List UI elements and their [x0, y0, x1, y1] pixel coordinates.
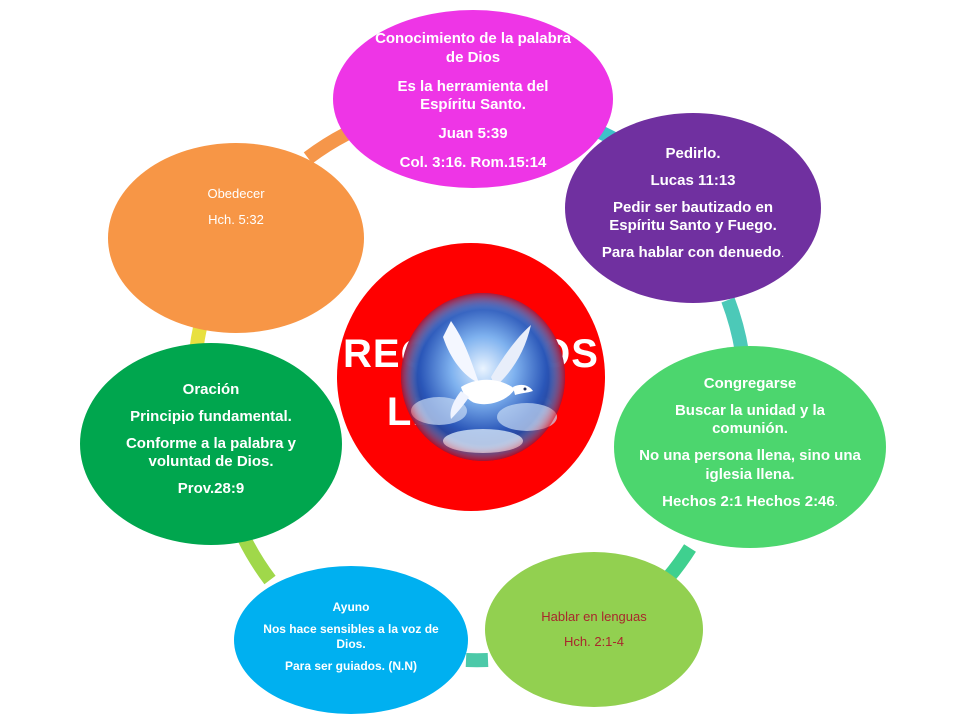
node-pedirlo-text-2-main: Para hablar con denuedo	[601, 244, 782, 262]
node-congregarse-suffix: .	[834, 496, 838, 509]
node-pedirlo-suffix: .	[781, 248, 785, 261]
dove-image	[401, 293, 565, 461]
node-conocimiento-ref-1: Juan 5:39	[438, 125, 508, 142]
node-pedirlo-text-2: Para hablar con denuedo.	[602, 244, 784, 263]
node-oracion-title: Oración	[182, 381, 240, 399]
node-congregarse-title: Congregarse	[703, 374, 797, 392]
node-pedirlo-title: Pedirlo.	[665, 145, 721, 163]
node-obedecer-ref: Hch. 5:32	[208, 212, 264, 228]
center-circle: REQUISITOS LLENOS	[337, 243, 605, 511]
node-conocimiento-title: Conocimiento de la palabra de Dios	[375, 30, 571, 66]
node-pedirlo-text-1: Pedir ser bautizado en Espíritu Santo y …	[609, 198, 777, 235]
node-ayuno-text-2: Para ser guiados. (N.N)	[284, 658, 418, 673]
connector-ayuno-oracion	[237, 534, 276, 585]
node-pedirlo-ref: Lucas 11:13	[650, 171, 736, 189]
node-pedirlo: Pedirlo. Lucas 11:13 Pedir ser bautizado…	[565, 113, 821, 303]
connector-obedecer-conocimiento	[303, 127, 350, 164]
node-congregarse-text-2: No una persona llena, sino una iglesia l…	[639, 447, 861, 483]
node-conocimiento-text: Es la herramienta del Espíritu Santo.	[397, 77, 549, 114]
node-congregarse-text-1: Buscar la unidad y la comunión.	[674, 401, 826, 438]
node-obedecer-title: Obedecer	[207, 186, 265, 201]
node-ayuno-text-1: Nos hace sensibles a la voz de Dios.	[263, 621, 439, 651]
node-oracion-ref: Prov.28:9	[177, 480, 245, 498]
node-lenguas: Hablar en lenguas Hch. 2:1-4	[485, 552, 703, 707]
node-congregarse-ref-main: Hechos 2:1 Hechos 2:46	[662, 492, 835, 510]
node-oracion-text-1: Principio fundamental.	[130, 407, 292, 425]
node-conocimiento-ref-2: Col. 3:16. Rom.15:14	[399, 153, 547, 171]
connector-pedirlo-congregarse	[721, 297, 749, 354]
node-ayuno: Ayuno Nos hace sensibles a la voz de Dio…	[234, 566, 468, 714]
node-obedecer: Obedecer Hch. 5:32	[108, 143, 364, 333]
node-oracion-text-2: Conforme a la palabra y voluntad de Dios…	[125, 434, 297, 471]
node-lenguas-ref: Hch. 2:1-4	[564, 633, 624, 649]
node-congregarse: Congregarse Buscar la unidad y la comuni…	[614, 346, 886, 548]
connector-congregarse-lenguas	[662, 544, 696, 583]
node-congregarse-ref: Hechos 2:1 Hechos 2:46.	[662, 493, 838, 512]
node-conocimiento: Conocimiento de la palabra de Dios Es la…	[333, 10, 613, 188]
node-lenguas-title: Hablar en lenguas	[541, 609, 647, 625]
node-ayuno-title: Ayuno	[332, 599, 370, 614]
node-oracion: Oración Principio fundamental. Conforme …	[80, 343, 342, 545]
